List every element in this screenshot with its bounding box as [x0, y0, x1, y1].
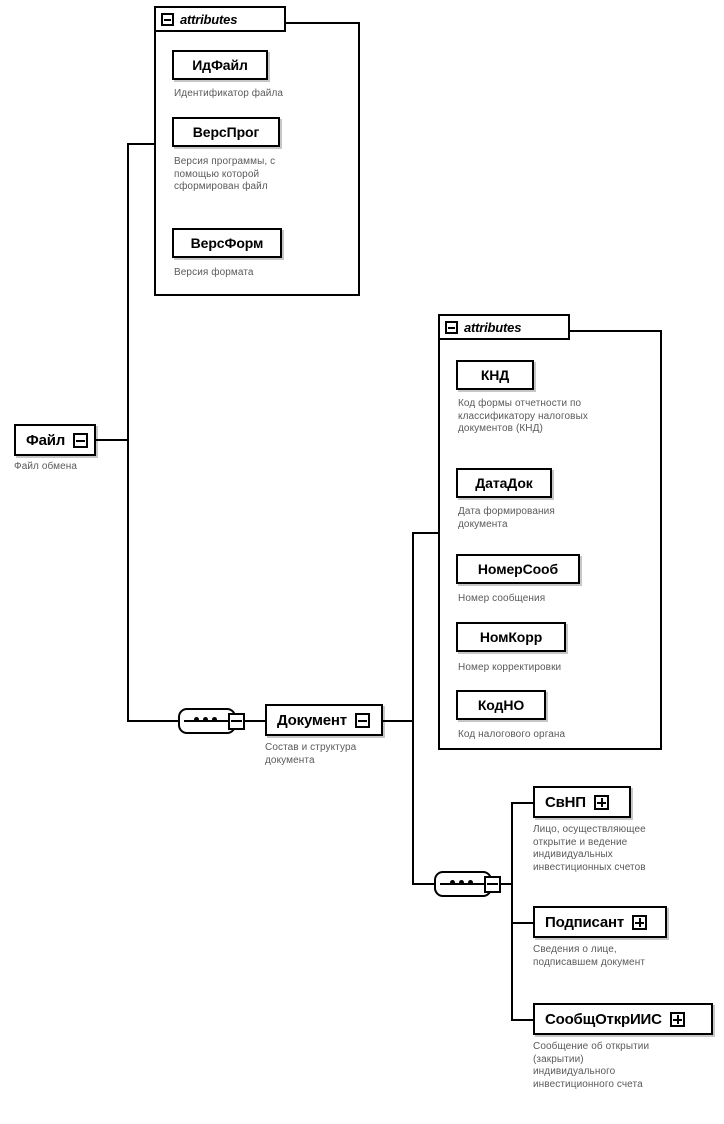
attribute-versprog[interactable]: ВерсПрог	[172, 117, 280, 147]
sequence-dots	[450, 880, 473, 885]
file-attributes-header[interactable]: attributes	[154, 6, 286, 32]
minus-box-icon[interactable]	[73, 432, 89, 448]
attribute-idfile-doc: Идентификатор файла	[174, 88, 284, 99]
node-soobshotkriis[interactable]: СообщОткрИИС	[533, 1003, 713, 1035]
attribute-label: НомерСооб	[477, 561, 559, 577]
sequence-connector-box[interactable]	[484, 876, 501, 893]
attribute-versform-doc: Версия формата	[174, 267, 254, 278]
connector-file-out	[96, 439, 129, 441]
connector-sequence2-out	[501, 883, 513, 885]
connector-file-trunk	[127, 143, 129, 722]
node-soobshotkriis-label: СообщОткрИИС	[545, 1010, 662, 1028]
node-podpisant[interactable]: Подписант	[533, 906, 667, 938]
node-svnp-doc: Лицо, осуществляющее открытие и ведение …	[533, 824, 646, 873]
attribute-kodno-doc: Код налогового органа	[458, 729, 566, 740]
connector-document-to-sequence	[412, 883, 436, 885]
node-podpisant-doc: Сведения о лице, подписавшем документ	[533, 944, 646, 968]
attribute-knd-doc: Код формы отчетности по классификатору н…	[458, 398, 588, 434]
connector-document-out	[383, 720, 414, 722]
attribute-label: ДатаДок	[475, 475, 533, 491]
attribute-knd[interactable]: КНД	[456, 360, 534, 390]
plus-box-icon[interactable]	[593, 794, 609, 810]
connector-to-svnp	[511, 802, 535, 804]
attribute-nomersoob-doc: Номер сообщения	[458, 593, 546, 604]
attribute-datadok-doc: Дата формирования документа	[458, 506, 555, 530]
attribute-label: ВерсФорм	[190, 235, 264, 251]
connector-to-podpisant	[511, 922, 535, 924]
connector-document-to-attributes	[412, 532, 440, 534]
attribute-label: НомКорр	[479, 629, 543, 645]
connector-file-to-sequence	[127, 720, 180, 722]
minus-box-icon[interactable]	[354, 712, 370, 728]
attribute-label: КодНО	[477, 697, 525, 713]
node-document-doc: Состав и структура документа	[265, 742, 357, 766]
connector-document-trunk	[412, 532, 414, 885]
attribute-label: КНД	[480, 367, 510, 383]
attribute-nomkorr[interactable]: НомКорр	[456, 622, 566, 652]
node-file-label: Файл	[26, 431, 66, 449]
document-attributes-label: attributes	[464, 319, 522, 335]
attribute-nomkorr-doc: Номер корректировки	[458, 662, 562, 673]
node-soobshotkriis-doc: Сообщение об открытии (закрытии) индивид…	[533, 1041, 650, 1090]
node-file-doc: Файл обмена	[14, 461, 78, 472]
attribute-label: ВерсПрог	[192, 124, 260, 140]
document-attributes-box	[438, 330, 662, 750]
connector-children-trunk	[511, 802, 513, 1019]
attribute-versprog-doc: Версия программы, с помощью которой сфор…	[174, 156, 276, 192]
attribute-nomersoob[interactable]: НомерСооб	[456, 554, 580, 584]
attribute-label: ИдФайл	[192, 57, 248, 73]
minus-box-icon[interactable]	[161, 12, 174, 26]
minus-box-icon[interactable]	[445, 320, 458, 334]
attribute-idfile[interactable]: ИдФайл	[172, 50, 268, 80]
sequence-compositor-file[interactable]	[178, 708, 236, 734]
attribute-kodno[interactable]: КодНО	[456, 690, 546, 720]
plus-box-icon[interactable]	[669, 1011, 685, 1027]
node-svnp-label: СвНП	[545, 793, 586, 811]
attribute-versform[interactable]: ВерсФорм	[172, 228, 282, 258]
sequence-dots	[194, 717, 217, 722]
node-document-label: Документ	[277, 711, 347, 729]
node-document[interactable]: Документ	[265, 704, 383, 736]
sequence-connector-box[interactable]	[228, 713, 245, 730]
connector-sequence-to-document	[245, 720, 267, 722]
file-attributes-label: attributes	[180, 11, 238, 27]
node-file[interactable]: Файл	[14, 424, 96, 456]
document-attributes-header[interactable]: attributes	[438, 314, 570, 340]
node-svnp[interactable]: СвНП	[533, 786, 631, 818]
plus-box-icon[interactable]	[632, 914, 648, 930]
connector-to-soobshotkriis	[511, 1019, 535, 1021]
connector-file-to-attributes	[127, 143, 156, 145]
attribute-datadok[interactable]: ДатаДок	[456, 468, 552, 498]
node-podpisant-label: Подписант	[545, 913, 625, 931]
